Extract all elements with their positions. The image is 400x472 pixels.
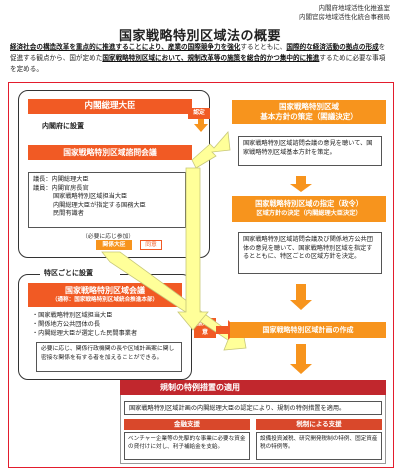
- intro-segment: を促進する観点から、国が定めた: [10, 43, 386, 62]
- member-item: 民間有識者: [53, 210, 84, 217]
- intro-segment: 国家戦略特別区域において、規制改革等の施策を総合的かつ集中的に推進: [102, 54, 320, 62]
- basic-policy-text: 国家戦略特別区域諮問会議の意見を聴いて、国家戦略特別区域基本方針を策定。: [238, 136, 382, 166]
- secretariat-tag: 内閣府に設置: [42, 122, 84, 130]
- member-item: 議長：内閣総理大臣: [33, 176, 89, 183]
- plan-arrow: [101, 251, 247, 351]
- designation-text: 国家戦略特別区域諮問会議及び関係地方公共団体の意見を聴いて、国家戦略特別区域を指…: [238, 232, 382, 274]
- council-to-policy-arrow: [191, 131, 231, 169]
- consent-tag: 同意: [140, 240, 162, 250]
- prime-minister-label: 内閣総理大臣: [28, 99, 192, 114]
- zone-note-panel: 必要に応じ、関係行政機関の長や区域計画案に関し密接な関係を有する者を加えることが…: [36, 342, 182, 372]
- designate-to-plan-arrow: [177, 167, 209, 331]
- zone-member-item: ・内閣総理大臣が選定した民間事業者: [32, 330, 138, 337]
- intro-segment: 経済社会の構造改革を重点的に推進することにより、産業の国際競争力を強化: [10, 43, 241, 51]
- tax-text: 設備投資減税、研究開発税制の特例、固定資産税の特例等。: [256, 432, 382, 460]
- basic-policy-title-2: 基本方針の策定（閣議決定）: [260, 112, 358, 121]
- certification-arrow: [194, 114, 208, 132]
- basic-policy-title-1: 国家戦略特別区域: [279, 102, 339, 111]
- measures-title: 規制の特例措置の適用: [160, 383, 240, 392]
- org-line-2: 内閣官房地域活性化統合事務局: [299, 13, 390, 21]
- intro-segment: するために必要な事項を定める。: [10, 54, 386, 73]
- council-members-panel: 議長：内閣総理大臣 議員：内閣官房長官 国家戦略特別区域担当大臣 内閣総理大臣が…: [28, 172, 186, 228]
- per-zone-tag: 特区ごとに設置: [40, 268, 120, 278]
- intro-segment: するとともに、: [240, 43, 287, 51]
- designation-header: 国家戦略特別区域の指定（政令） 区域方針の決定（内閣総理大臣決定）: [232, 196, 386, 222]
- policy-down-arrow: [290, 176, 312, 192]
- designation-title-1: 国家戦略特別区域の指定（政令）: [255, 199, 363, 208]
- org-line-1: 内閣府地域活性化推進室: [318, 4, 391, 12]
- designation-title-2: 区域方針の決定（内閣総理大臣決定）: [256, 210, 362, 217]
- zone-members: ・国家戦略特別区域担当大臣 ・関係地方公共団体の長 ・内閣総理大臣が選定した民間…: [32, 311, 182, 338]
- member-item: 内閣総理大臣が指定する国務大臣: [53, 201, 146, 209]
- participation-note: （必要に応じ参加）: [82, 234, 135, 240]
- tax-title: 税制による支援: [256, 419, 382, 430]
- member-item: 議員：内閣官房長官: [33, 184, 89, 192]
- intro-text: 経済社会の構造改革を重点的に推進することにより、産業の国際競争力を強化するととも…: [10, 42, 390, 78]
- zone-plan-label: 国家戦略特別区域計画の作成: [230, 322, 386, 338]
- main-frame: [8, 82, 394, 468]
- certification-tag: 認定: [188, 108, 210, 119]
- intro-segment: 国際的な経済活動の拠点の形成: [286, 43, 379, 51]
- zone-council-subtitle: （通称：国家戦略特別区域統合推進本部）: [51, 297, 159, 303]
- measures-text: 国家戦略特別区域計画の内閣総理大臣の認定により、規制の特例措置を適用。: [124, 401, 382, 415]
- measures-title-bar: 規制の特例措置の適用: [120, 380, 386, 395]
- zone-member-item: ・国家戦略特別区域担当大臣: [32, 312, 113, 319]
- advisory-council-label: 国家戦略特別区域諮問会議: [28, 145, 192, 160]
- finance-text: ベンチャー企業等の先駆的な事業に必要な資金の貸付けに対し、利子補給金を支給。: [124, 432, 250, 460]
- finance-title: 金融支援: [124, 419, 250, 430]
- member-item: 国家戦略特別区域担当大臣: [53, 193, 128, 200]
- zone-member-item: ・関係地方公共団体の長: [32, 321, 101, 328]
- zone-council-title: 国家戦略特別区域会議: [65, 286, 145, 295]
- related-ministers-tag: 関係大臣: [96, 240, 132, 250]
- page-title: 国家戦略特別区域法の概要: [118, 29, 281, 44]
- basic-policy-header: 国家戦略特別区域 基本方針の策定（閣議決定）: [232, 100, 386, 124]
- plan-to-measures-arrow: [290, 344, 312, 374]
- designate-down-arrow: [290, 284, 312, 310]
